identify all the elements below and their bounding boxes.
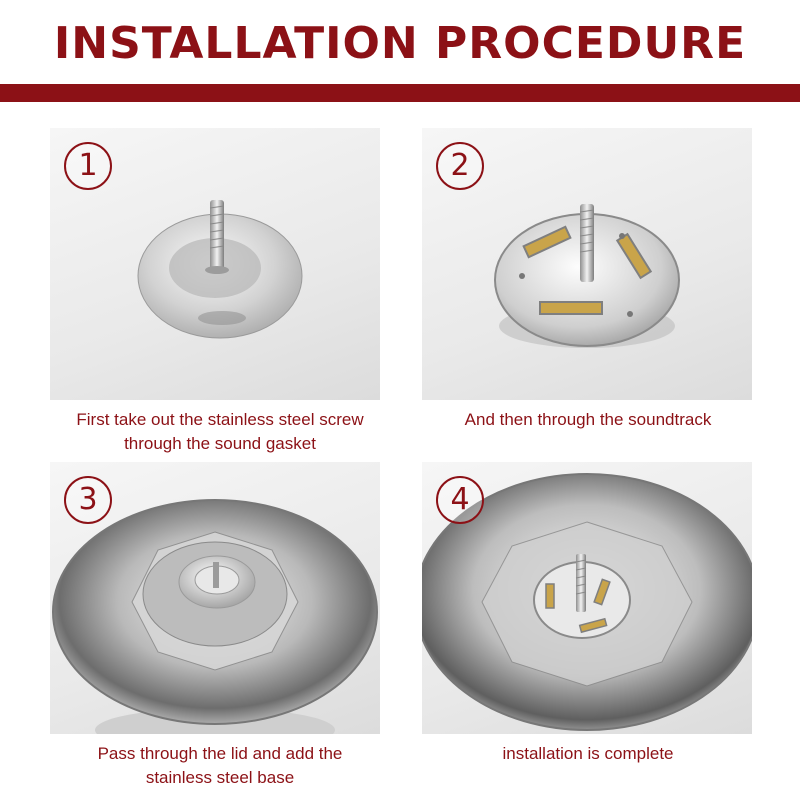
soundtrack-disc-illustration (494, 204, 680, 348)
step-1-photo: 1 (50, 128, 380, 400)
step-2-photo: 2 (422, 128, 752, 400)
step-3-photo: 3 (50, 462, 380, 734)
title-divider-band (0, 84, 800, 102)
page-title: INSTALLATION PROCEDURE (53, 18, 747, 69)
step-4-caption: installation is complete (502, 744, 674, 763)
step-3-caption: Pass through the lid and add the stainle… (97, 744, 343, 787)
step-number-badge: 1 (64, 142, 112, 190)
step-4-photo: 4 (422, 462, 752, 734)
step-number-badge: 2 (436, 142, 484, 190)
step-1-caption: First take out the stainless steel screw… (76, 410, 364, 453)
step-2-caption: And then through the soundtrack (464, 410, 712, 429)
lid-assembly-illustration (52, 499, 378, 734)
step-number-badge: 3 (64, 476, 112, 524)
completed-assembly-illustration (422, 473, 752, 731)
step-number-badge: 4 (436, 476, 484, 524)
gasket-screw-illustration (137, 200, 303, 339)
